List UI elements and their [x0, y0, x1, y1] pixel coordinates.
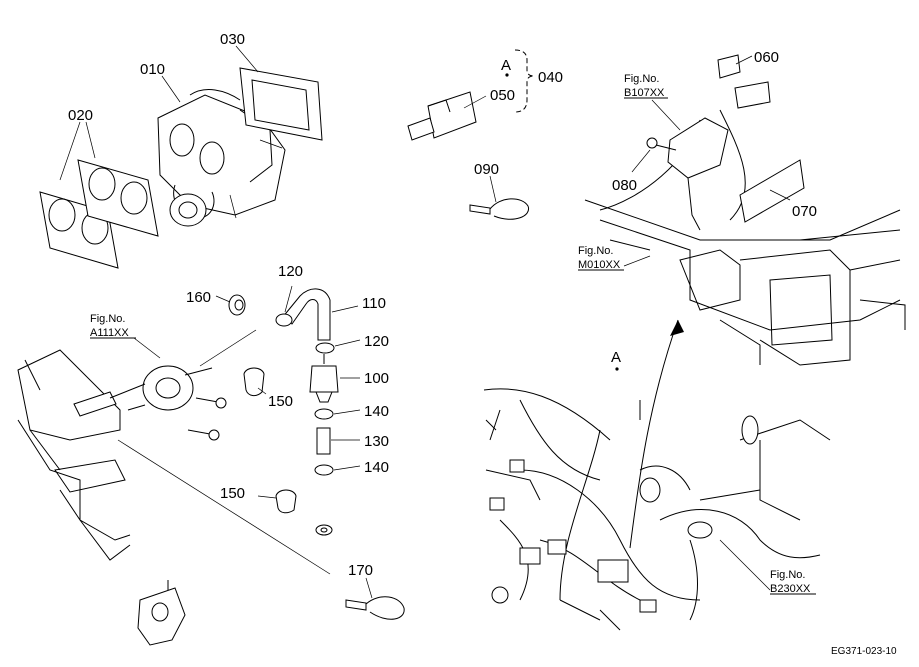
point-a-label-1: A: [501, 57, 511, 74]
fuel-pump-bracket: [17, 349, 131, 561]
cap-150-upper: [243, 367, 265, 397]
clamp-120-lower: [315, 342, 335, 354]
label-030: 030: [220, 31, 245, 48]
relay-050: [407, 91, 477, 141]
fig-a111-label: Fig.No.: [90, 313, 125, 325]
leader-150-upper: [257, 387, 267, 395]
cap-150-lower: [275, 489, 297, 514]
frame-top-right: [584, 109, 906, 366]
label-140-lower: 140: [364, 459, 389, 476]
leader-b107: [651, 99, 681, 131]
assembly-line-2: [117, 439, 331, 575]
label-140-upper: 140: [364, 403, 389, 420]
label-150-upper: 150: [268, 393, 293, 410]
label-040: 040: [538, 69, 563, 86]
relay-b107: [667, 117, 729, 231]
bushing: [315, 524, 333, 536]
leader-120-upper: [284, 285, 293, 313]
leader-b230: [719, 539, 771, 591]
label-170: 170: [348, 562, 373, 579]
label-010: 010: [140, 61, 165, 78]
bolt-080: [646, 137, 677, 151]
fig-m010-code: M010XX: [578, 259, 621, 271]
band-170: [345, 596, 405, 620]
bracket-040: [514, 49, 535, 113]
point-a-dot-2: [615, 367, 619, 371]
label-060: 060: [754, 49, 779, 66]
fig-m010-label: Fig.No.: [578, 245, 613, 257]
label-120-lower: 120: [364, 333, 389, 350]
label-020: 020: [68, 107, 93, 124]
leader-m010: [623, 255, 651, 267]
bolt-upper: [195, 397, 227, 409]
leader-080: [631, 149, 651, 173]
clamp-120-upper: [275, 313, 293, 327]
connector-060: [717, 54, 771, 109]
cap-160: [228, 294, 246, 316]
point-a-label-2: A: [611, 349, 621, 366]
gasket-030: [239, 67, 323, 141]
leader-a111: [133, 337, 161, 359]
leader-020: [59, 121, 96, 181]
pipe-130: [316, 427, 331, 455]
leader-150-lower: [257, 495, 277, 499]
point-a-dot-1: [505, 73, 509, 77]
assembly-line-1: [199, 329, 257, 367]
fig-a111-code: A111XX: [90, 327, 129, 339]
arrow-head: [670, 320, 684, 336]
bolt-lower: [187, 429, 220, 441]
hose-110: [281, 288, 331, 341]
leader-160: [215, 295, 231, 303]
leader-070: [769, 189, 791, 201]
leader-170: [365, 577, 373, 599]
arrow-to-a: [629, 319, 679, 549]
band-090: [469, 198, 530, 220]
fig-b230-code: B230XX: [770, 583, 811, 595]
fuel-filter-100: [309, 354, 339, 403]
drawing-code: EG371-023-10: [831, 646, 897, 657]
label-110: 110: [362, 295, 386, 312]
label-160: 160: [186, 289, 211, 306]
leader-090: [489, 175, 497, 203]
label-070: 070: [792, 203, 817, 220]
label-090: 090: [474, 161, 499, 178]
leader-030: [235, 45, 259, 73]
fig-b107-code: B107XX: [624, 87, 665, 99]
label-080: 080: [612, 177, 637, 194]
leader-050: [463, 95, 487, 109]
harness-bottom-right: [483, 388, 831, 631]
leader-120-lower: [334, 339, 361, 347]
carburetor-small: [137, 580, 186, 646]
fig-b107-label: Fig.No.: [624, 73, 659, 85]
leader-110: [331, 305, 359, 313]
leader-060: [735, 55, 753, 65]
leader-140-upper: [333, 409, 361, 415]
label-100: 100: [364, 370, 389, 387]
label-150-lower: 150: [220, 485, 245, 502]
label-130: 130: [364, 433, 389, 450]
fuel-pump: [73, 365, 213, 417]
clamp-140-upper: [314, 408, 334, 420]
leader-010: [161, 75, 181, 103]
label-050: 050: [490, 87, 515, 104]
fig-b230-label: Fig.No.: [770, 569, 805, 581]
clamp-140-lower: [314, 464, 334, 476]
label-120-upper: 120: [278, 263, 303, 280]
gasket-020-right: [77, 159, 159, 237]
leader-140-lower: [333, 465, 361, 471]
